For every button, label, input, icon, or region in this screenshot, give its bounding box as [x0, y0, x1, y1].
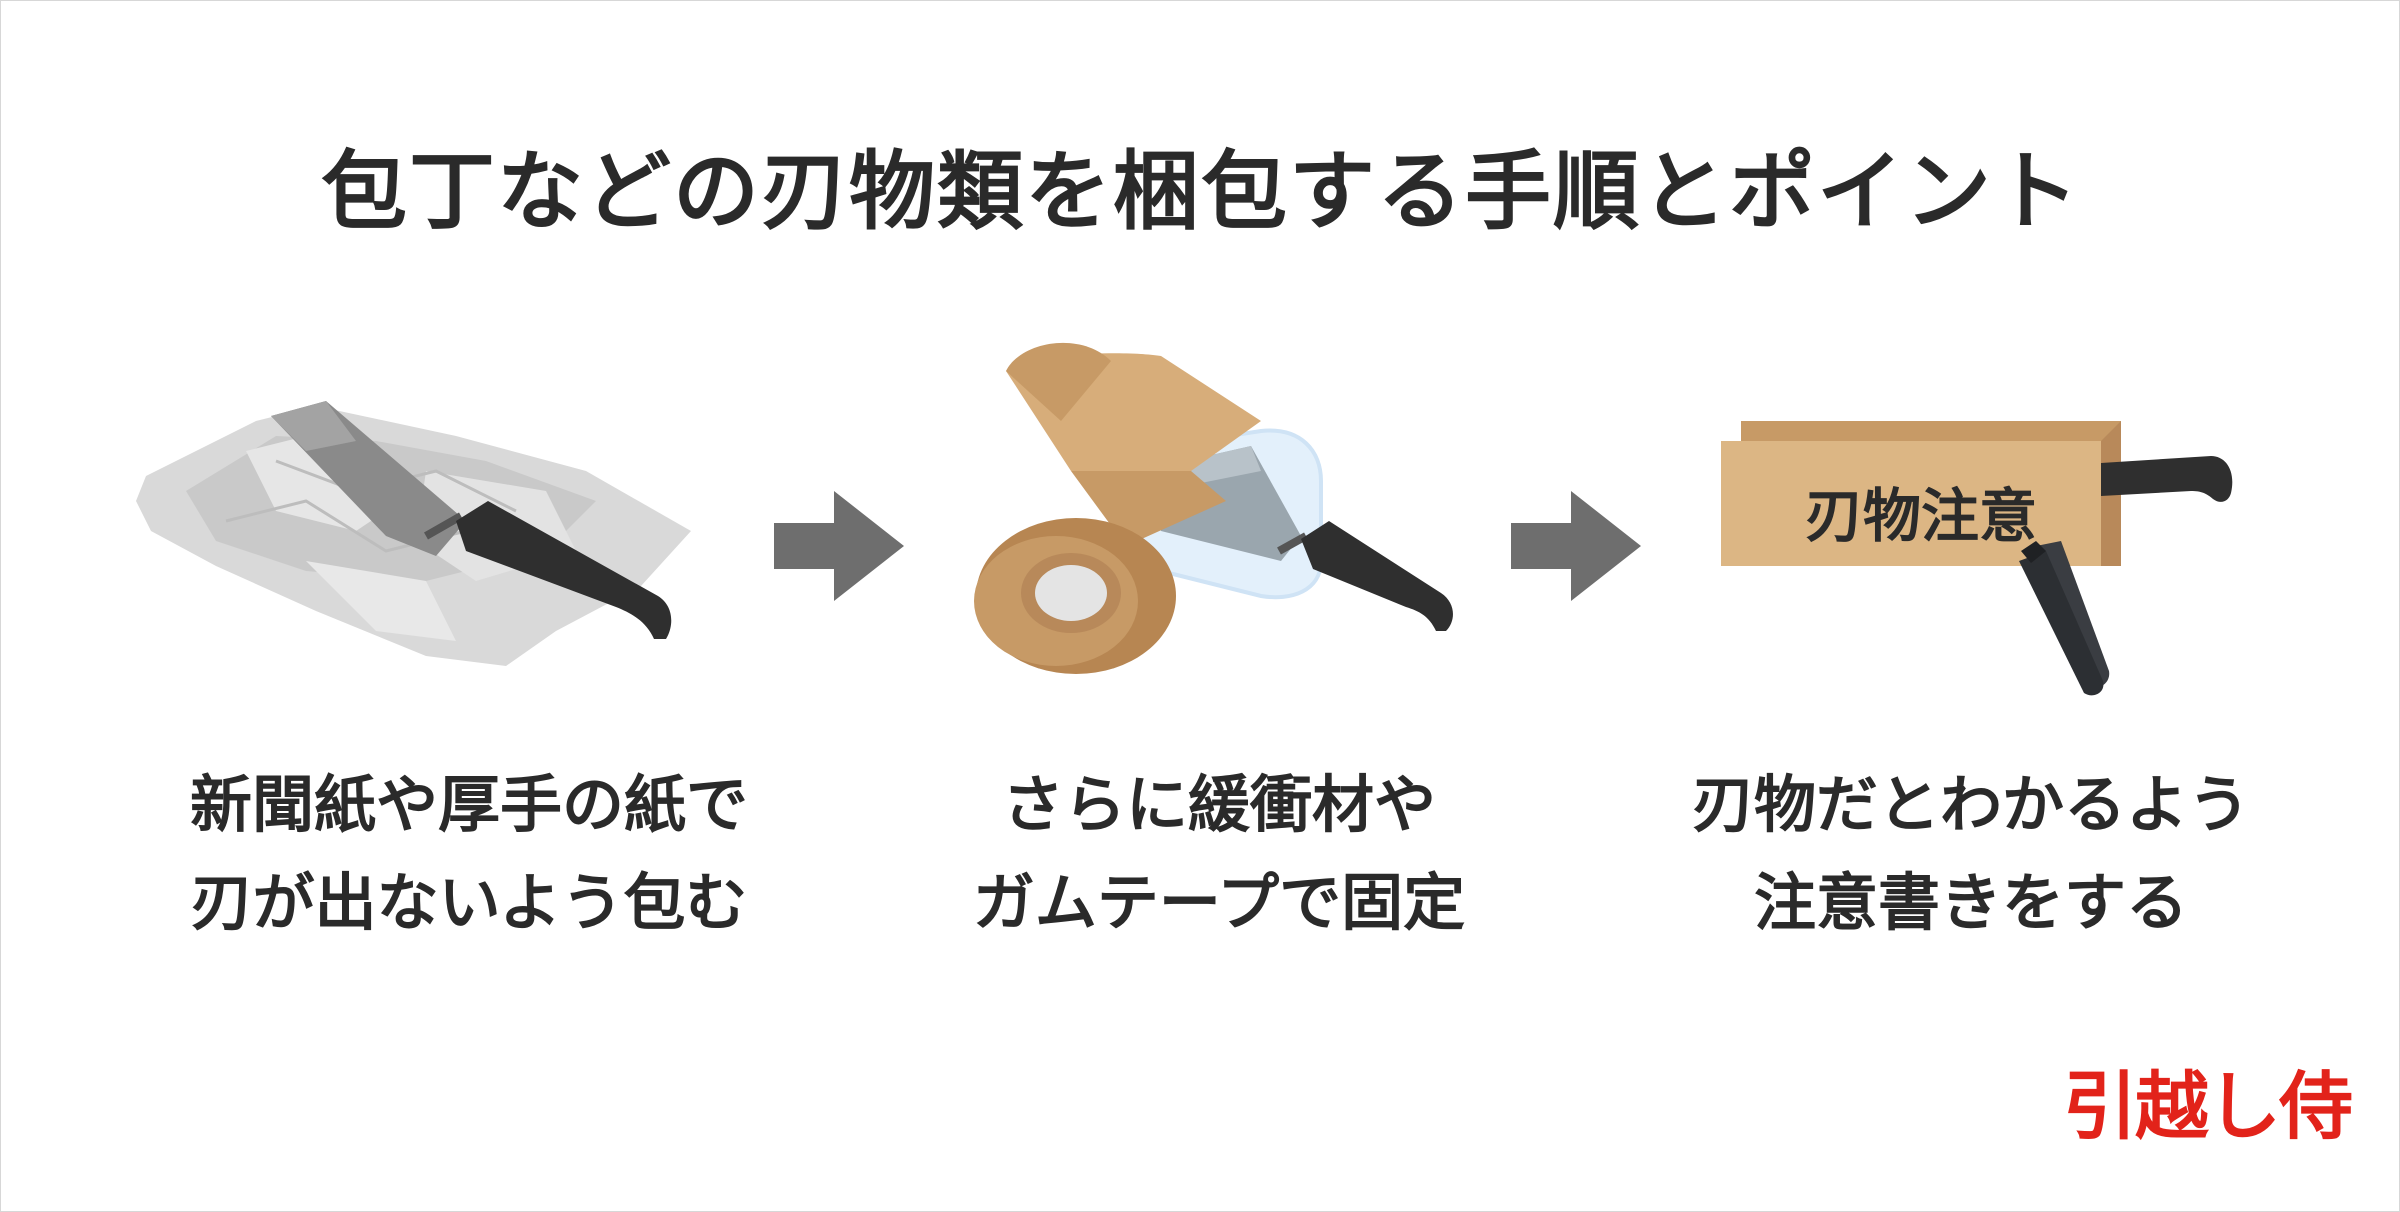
step2-caption-line1: さらに緩衝材や: [1001, 768, 1436, 841]
arrow-right-icon-2: [1511, 491, 1641, 601]
step3-caption-line2: 注意書きをする: [1753, 866, 2188, 939]
step3-caption-line1: 刃物だとわかるよう: [1691, 768, 2250, 841]
step2-caption: さらに緩衝材や ガムテープで固定: [869, 756, 1569, 952]
step1-caption-line2: 刃が出ないよう包む: [190, 866, 748, 939]
step1-caption: 新聞紙や厚手の紙で 刃が出ないよう包む: [119, 756, 819, 952]
arrow-right-icon-1: [774, 491, 904, 601]
packing-tape-icon: [974, 342, 1261, 674]
marker-pen-icon: [2019, 541, 2110, 696]
step3-caption: 刃物だとわかるよう 注意書きをする: [1621, 756, 2321, 952]
step1-caption-line1: 新聞紙や厚手の紙で: [189, 768, 748, 841]
step3-labeled-box-illustration: 刃物注意: [1701, 401, 2241, 721]
step2-tape-knife-illustration: [974, 342, 1453, 674]
page-title: 包丁などの刃物類を梱包する手順とポイント: [321, 142, 2081, 242]
caution-label: 刃物注意: [1804, 482, 2037, 550]
knife-icon: [271, 401, 672, 639]
knife-handle-icon: [2101, 456, 2233, 502]
step2-caption-line2: ガムテープで固定: [972, 866, 1466, 939]
step1-wrapped-knife-illustration: [136, 401, 691, 666]
brand-logo: 引越し侍: [2063, 1064, 2353, 1150]
box-icon: [1721, 421, 2121, 566]
